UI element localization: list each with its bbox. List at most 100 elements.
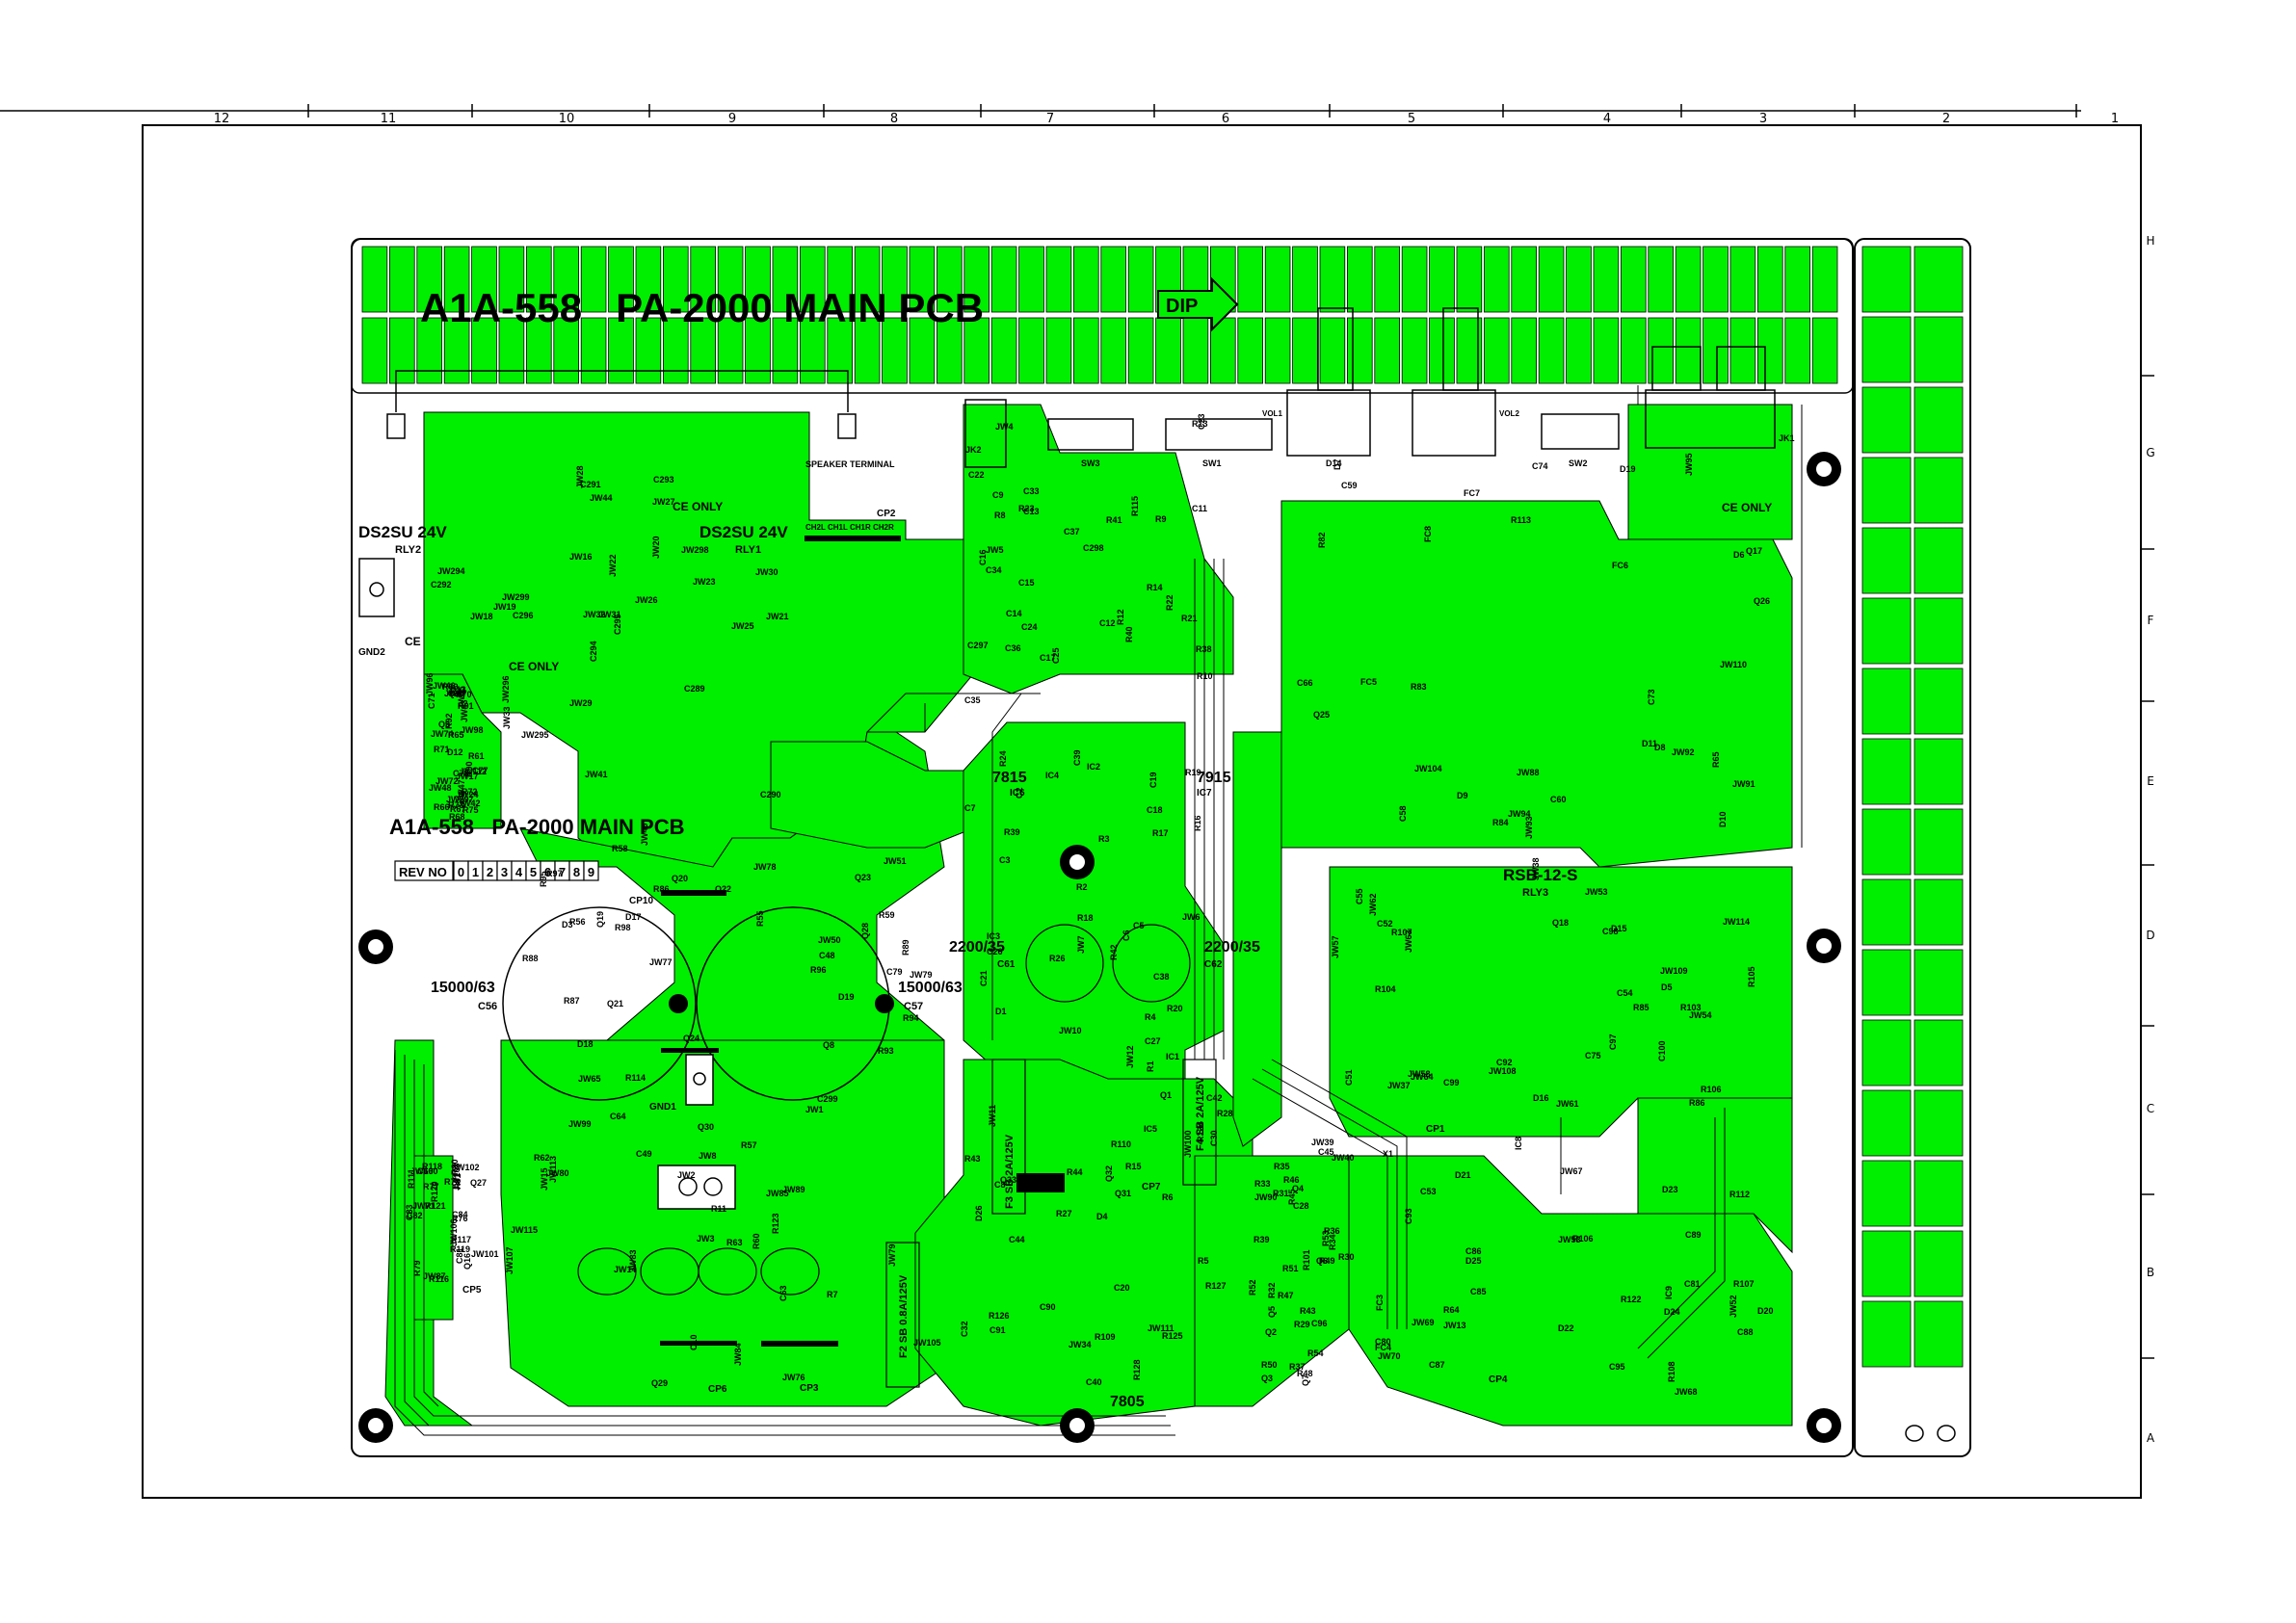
component-ref: C53: [1420, 1187, 1437, 1196]
strip-cell: [1648, 246, 1675, 313]
strip-cell: [937, 317, 963, 384]
cp10-label: CP10: [629, 896, 653, 906]
grid-row-C: C: [2147, 1102, 2154, 1115]
strip-cell: [443, 246, 470, 313]
component-ref: R65: [448, 730, 464, 740]
strip-cell: [1292, 317, 1318, 384]
strip-cell: [1913, 1089, 1964, 1157]
component-ref: JW22: [608, 554, 618, 577]
component-ref: R128: [1132, 1359, 1142, 1380]
component-ref: JW88: [1517, 768, 1540, 777]
component-ref: JW76: [782, 1373, 805, 1382]
component-ref: R116: [429, 1274, 449, 1284]
component-refs: C294C296JW17JW16C293JW296C295JW297JW18JW…: [405, 413, 1774, 1397]
component-ref: D23: [1662, 1185, 1678, 1194]
strip-cell: [635, 317, 662, 384]
component-ref: R30: [1338, 1252, 1355, 1262]
component-ref: JW69: [1412, 1318, 1435, 1327]
component-ref: R60: [752, 1233, 761, 1249]
strip-cell: [1861, 316, 1912, 383]
component-ref: R5: [1198, 1256, 1209, 1266]
component-ref: C35: [964, 695, 981, 705]
component-ref: IC4: [1045, 771, 1059, 780]
component-ref: FC4: [1375, 1343, 1391, 1352]
component-ref: JW92: [1672, 747, 1695, 757]
strip-cell: [854, 317, 881, 384]
strip-cell: [1913, 316, 1964, 383]
component-ref: D14: [1326, 458, 1342, 468]
reg-7805-label: 7805: [1110, 1394, 1145, 1410]
sw2-label: SW2: [1569, 458, 1588, 468]
component-ref: JW64: [1411, 1072, 1434, 1082]
component-ref: R80: [450, 1159, 460, 1175]
strip-cell: [1861, 1300, 1912, 1368]
strip-cell: [745, 246, 771, 313]
ce-only-label-3: CE ONLY: [1722, 501, 1772, 514]
component-ref: C71: [427, 693, 436, 709]
component-ref: JW85: [766, 1189, 789, 1198]
component-ref: C81: [455, 1247, 464, 1264]
grid-col-8: 8: [890, 112, 898, 126]
component-ref: JW49: [640, 823, 649, 846]
component-ref: JW47: [457, 779, 466, 802]
strip-cell: [608, 317, 634, 384]
strip-cell: [1100, 246, 1127, 313]
strip-cell: [1429, 246, 1455, 313]
cp1-label: CP1: [1426, 1124, 1445, 1135]
component-ref: R72: [462, 787, 478, 797]
component-ref: R104: [1375, 984, 1396, 994]
component-ref: JW40: [1332, 1153, 1355, 1163]
strip-cell: [1913, 527, 1964, 594]
component-ref: R64: [1443, 1305, 1460, 1315]
component-ref: R54: [1307, 1348, 1324, 1358]
cap-c57-outline: [696, 906, 894, 1101]
component-ref: Q21: [607, 999, 623, 1008]
grid-row-E: E: [2147, 774, 2154, 788]
board-title-top: A1A-558 PA-2000 MAIN PCB: [420, 285, 984, 330]
connector-outlines: [386, 307, 1776, 468]
strip-cell: [1045, 246, 1072, 313]
cap-c62-ref: C62: [1204, 959, 1223, 970]
strip-cell: [1100, 317, 1127, 384]
strip-cell: [1237, 317, 1264, 384]
component-ref: JW20: [651, 536, 661, 559]
strip-cell: [800, 246, 826, 313]
board-outline-side: [1854, 238, 1971, 1457]
component-ref: JW109: [1660, 966, 1688, 976]
strip-cell: [1913, 949, 1964, 1016]
rev-digit-label: 4: [515, 865, 523, 879]
relay-rsb-label: RSB-12-S: [1503, 866, 1577, 884]
strip-cell: [1456, 246, 1483, 313]
component-ref: JW294: [437, 566, 465, 576]
component-ref: D21: [1455, 1170, 1471, 1180]
component-ref: R44: [1067, 1167, 1083, 1177]
component-ref: R122: [1621, 1295, 1642, 1304]
grid-col-1: 1: [2111, 112, 2119, 126]
strip-cell: [361, 317, 388, 384]
component-ref: IC8: [1514, 1137, 1523, 1150]
strip-cell: [1210, 317, 1236, 384]
component-ref: C75: [1585, 1051, 1601, 1060]
component-ref: D26: [974, 1205, 984, 1221]
grid-col-3: 3: [1759, 112, 1767, 126]
component-ref: JW89: [782, 1185, 805, 1194]
component-ref: D4: [1096, 1212, 1108, 1221]
component-ref: C80: [1375, 1337, 1391, 1347]
component-ref: C294: [589, 641, 598, 662]
component-ref: C79: [886, 967, 903, 977]
component-ref: JW11: [988, 1105, 997, 1127]
component-ref: C58: [1398, 805, 1408, 822]
component-ref: C291: [580, 480, 601, 489]
component-ref: Q6: [1316, 1256, 1328, 1266]
cp6-label: CP6: [708, 1384, 727, 1395]
component-ref: JW112: [460, 767, 487, 776]
component-ref: FC8: [1423, 526, 1433, 542]
link-bars: [660, 536, 1065, 1347]
component-ref: R96: [810, 965, 827, 975]
component-ref: R1: [1146, 1060, 1155, 1072]
strip-cell: [882, 246, 908, 313]
component-ref: FC3: [1375, 1295, 1385, 1311]
grid-row-G: G: [2146, 446, 2154, 459]
component-ref: C51: [1344, 1069, 1354, 1086]
component-ref: JW29: [569, 698, 593, 708]
